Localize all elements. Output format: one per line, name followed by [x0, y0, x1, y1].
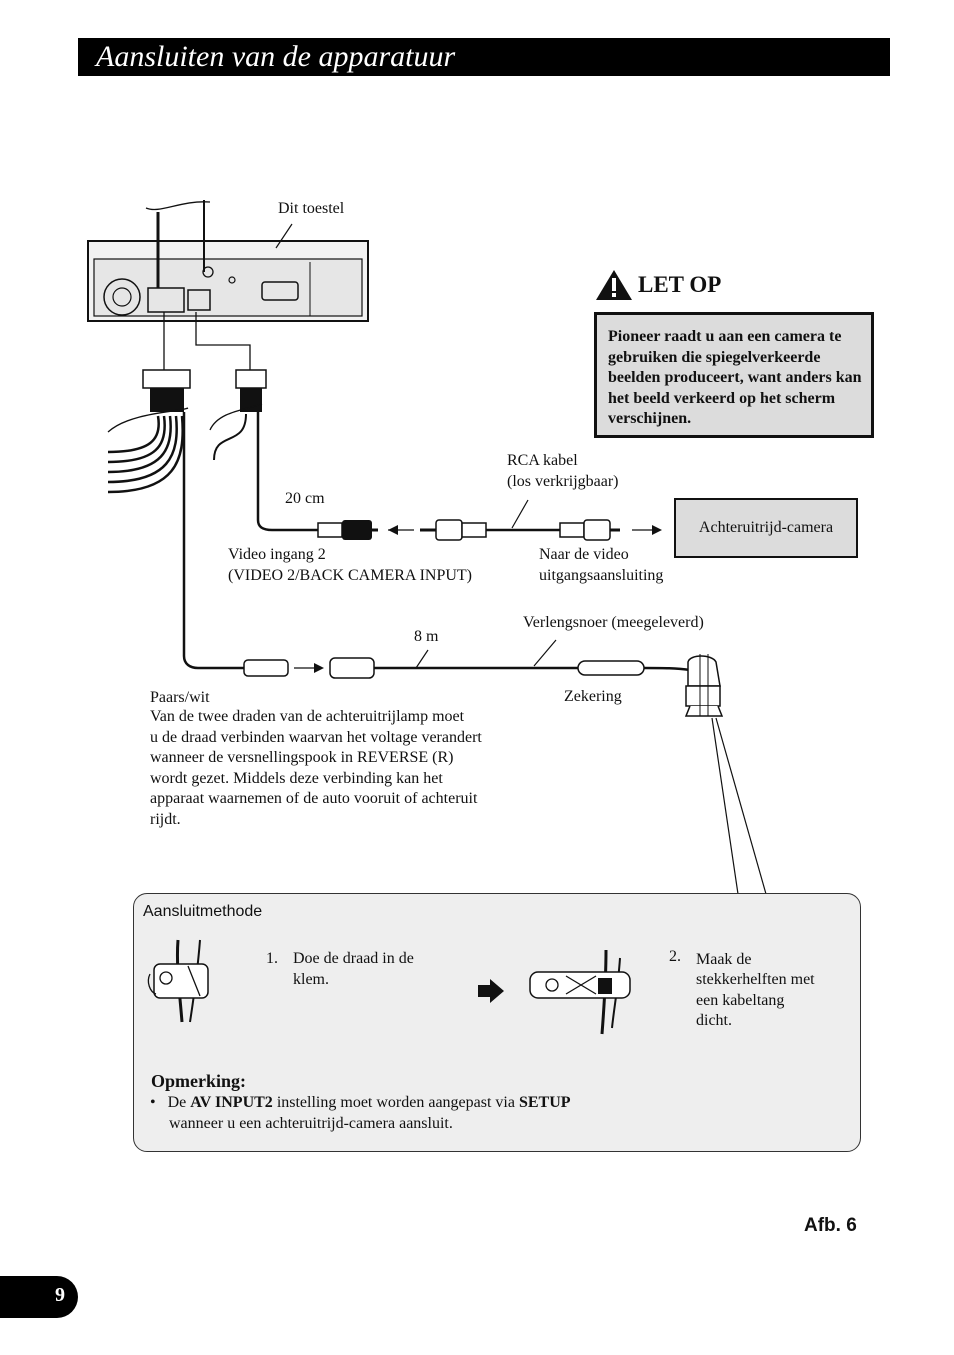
video-output-label: Naar de video: [539, 546, 629, 563]
arrow-right-icon: [478, 979, 504, 1003]
connection-method-title: Aansluitmethode: [143, 903, 263, 920]
wire-description-line: apparaat waarnemen of de auto vooruit of…: [150, 790, 478, 807]
step1-text-line: klem.: [293, 971, 329, 988]
page-title: Aansluiten van de apparatuur: [96, 40, 456, 73]
note-text-line2: wanneer u een achteruitrijd-camera aansl…: [169, 1115, 453, 1132]
video-input-sublabel: (VIDEO 2/BACK CAMERA INPUT): [228, 567, 472, 584]
page-number: 9: [55, 1284, 65, 1306]
note-bullet: •: [150, 1094, 156, 1111]
rca-cable-note: (los verkrijgbaar): [507, 473, 619, 490]
step2-number: 2.: [669, 948, 681, 965]
caution-text: Pioneer raadt u aan een camera te gebrui…: [608, 328, 862, 427]
unit-label: Dit toestel: [278, 200, 345, 217]
connection-method-panel: [133, 893, 861, 1152]
wire-description-line: wordt gezet. Middels deze verbinding kan…: [150, 769, 443, 787]
video-input-label: Video ingang 2: [228, 546, 326, 563]
fuse-label: Zekering: [564, 688, 622, 705]
note-text-pre: De: [167, 1094, 191, 1111]
note-setting-name: AV INPUT2: [190, 1094, 273, 1111]
clamp-step2-illustration: [529, 949, 631, 1035]
wire-description-line: rijdt.: [150, 810, 181, 828]
video-output-sublabel: uitgangsaansluiting: [539, 567, 664, 584]
page-number-tab: 9: [0, 1276, 78, 1318]
length-20cm-label: 20 cm: [285, 490, 325, 507]
rca-cable-label: RCA kabel: [507, 452, 578, 469]
rear-camera-box: Achteruitrijd-camera: [674, 498, 858, 558]
caution-box: Pioneer raadt u aan een camera te gebrui…: [594, 312, 874, 438]
step2-text-line: Maak de: [696, 951, 752, 968]
note-text-mid: instelling moet worden aangepast via: [272, 1094, 519, 1111]
step2-text-line: een kabeltang: [696, 992, 785, 1009]
step1-number: 1.: [266, 950, 278, 967]
rear-camera-label: Achteruitrijd-camera: [698, 519, 834, 536]
wire-description: Van de twee draden van de achteruitrijla…: [150, 707, 482, 830]
wire-description-line: u de draad verbinden waarvan het voltage…: [150, 728, 482, 746]
note-title: Opmerking:: [151, 1071, 247, 1091]
wire-description-line: Van de twee draden van de achteruitrijla…: [150, 708, 465, 725]
note-setup-name: SETUP: [518, 1094, 571, 1111]
wire-color-label: Paars/wit: [150, 689, 210, 706]
extension-cord-label: Verlengsnoer (meegeleverd): [523, 614, 704, 631]
figure-label: Afb. 6: [804, 1215, 857, 1236]
page-title-bar: Aansluiten van de apparatuur: [78, 38, 890, 76]
warning-icon: [596, 270, 632, 300]
length-8m-label: 8 m: [414, 628, 439, 645]
caution-heading-group: LET OP: [598, 268, 798, 304]
step2-text-line: dicht.: [696, 1012, 732, 1029]
wire-description-line: wanneer de versnellingspook in REVERSE (…: [150, 749, 454, 766]
step2-text-line: stekkerhelften met: [696, 971, 815, 988]
clamp-step1-illustration: [147, 939, 209, 1023]
note-text: • De AV INPUT2 instelling moet worden aa…: [150, 1092, 571, 1134]
caution-heading: LET OP: [638, 272, 722, 297]
step1-text-line: Doe de draad in de: [293, 950, 414, 967]
